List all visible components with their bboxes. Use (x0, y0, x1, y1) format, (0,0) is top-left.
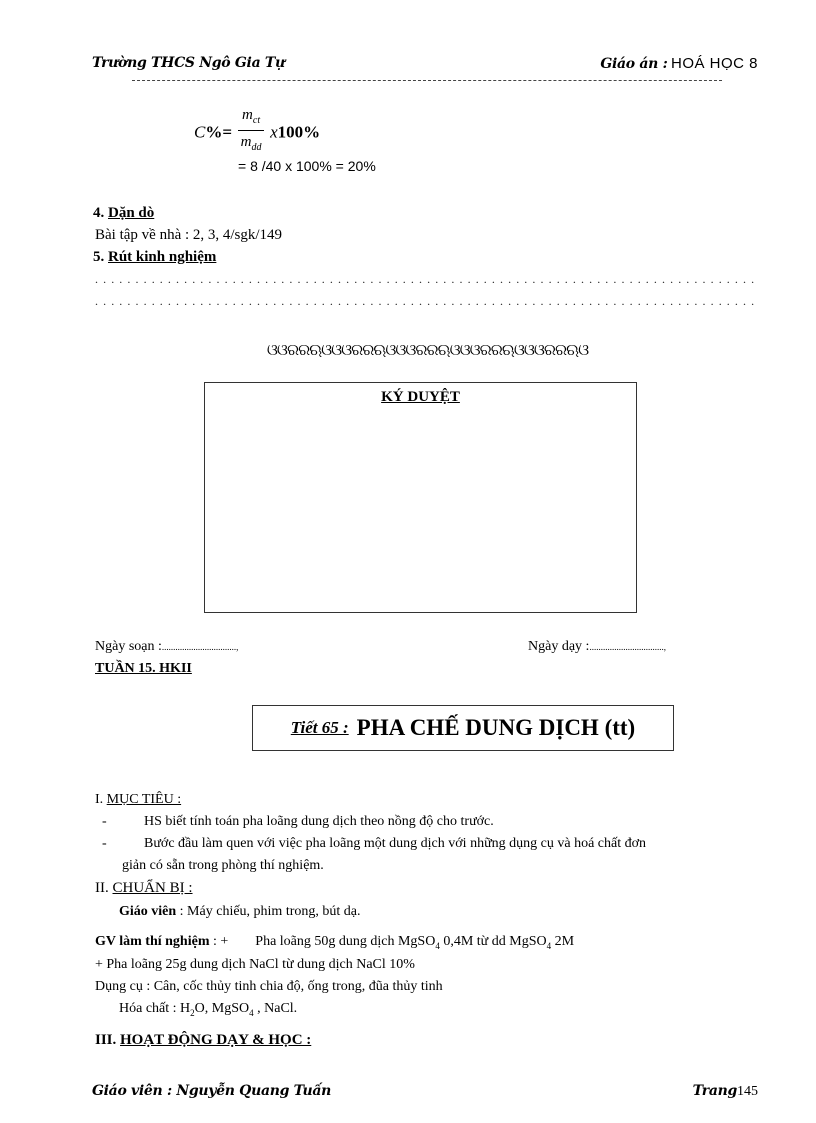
formula-rhs: x100% (270, 123, 320, 142)
section4-number: 4. (93, 205, 105, 221)
chem-b: O, MgSO (194, 1001, 250, 1016)
chem-sub2: 4 (249, 1007, 254, 1018)
section5-title: Rút kinh nghiệm (108, 249, 217, 265)
formula-equals: = (222, 122, 233, 142)
header-subject-name: HOÁ HỌC 8 (670, 55, 758, 72)
notes-dotted-line-1: ........................................… (95, 272, 757, 286)
notes-dotted-line-2: ........................................… (95, 294, 757, 308)
chemicals-line: Hóa chất : H2O, MgSO4 , NaCl. (119, 1001, 297, 1018)
experiment-line-1: GV làm thí nghiệm : + Pha loãng 50g dung … (95, 934, 574, 951)
concentration-formula: C%= mct mdd x100% (194, 106, 320, 159)
chem-c: , NaCl. (253, 1001, 298, 1016)
formula-calculation: = 8 /40 x 100% = 20% (238, 158, 376, 174)
formula-percent: % (205, 122, 223, 142)
experiment-1-sub: 4 (435, 940, 440, 951)
lesson-title: PHA CHẾ DUNG DỊCH (tt) (356, 715, 636, 740)
experiment-1-c: 2M (551, 934, 575, 949)
formula-lhs: C%= (194, 123, 232, 142)
teacher-label: Giáo viên (119, 904, 177, 919)
formula-times: x (270, 122, 278, 142)
numerator-sub: ct (252, 115, 261, 126)
date-taught-value: ................................., (589, 642, 666, 652)
activities-heading: III. HOẠT ĐỘNG DẠY & HỌC : (95, 1032, 311, 1049)
section4-heading: 4. Dặn dò (93, 205, 154, 222)
experiment-1-a: Pha loãng 50g dung dịch MgSO (255, 934, 436, 949)
date-taught: Ngày dạy :..............................… (528, 639, 666, 655)
activities-heading-num: III. (95, 1032, 117, 1048)
preparation-heading-text: CHUẨN BỊ : (112, 880, 193, 896)
numerator-m: m (242, 107, 253, 123)
header-divider (132, 80, 722, 81)
experiment-1-b: 0,4M từ dd MgSO (439, 934, 547, 949)
lesson-title-box: Tiết 65 : PHA CHẾ DUNG DỊCH (tt) (252, 705, 674, 751)
approval-title: KÝ DUYỆT (381, 389, 460, 405)
objectives-heading-num: I. (95, 792, 104, 807)
denominator-m: m (240, 134, 252, 150)
experiment-line-2: + Pha loãng 25g dung dịch NaCl từ dung d… (95, 957, 415, 972)
teacher-materials: Giáo viên : Máy chiếu, phim trong, bút d… (119, 904, 360, 920)
footer-page-number: 145 (737, 1084, 758, 1099)
date-prepared-value: ................................., (161, 642, 239, 652)
approval-box: KÝ DUYỆT (204, 382, 637, 613)
chem-sub1: 2 (190, 1007, 195, 1018)
activities-heading-text: HOẠT ĐỘNG DẠY & HỌC : (120, 1032, 312, 1048)
footer-page-label: Trang (692, 1083, 738, 1099)
header-plan-label: Giáo án : (600, 56, 668, 72)
decorative-ornament-divider: ଓଓରରଋଓଓଓରରଋଓଓଓରରଋଓଓଓରରଋଓଓଓରରଋଓ (266, 340, 589, 359)
formula-denominator: mdd (238, 131, 264, 159)
date-prepared-label: Ngày soạn : (95, 639, 162, 654)
experiment-1-sub2: 4 (546, 940, 552, 951)
formula-hundred: 100% (277, 122, 321, 142)
formula-c: C (194, 122, 206, 142)
date-prepared: Ngày soạn :.............................… (95, 639, 238, 655)
objective-1-dash: - (102, 814, 107, 829)
chem-a: Hóa chất : H (119, 1001, 191, 1016)
homework-text: Bài tập về nhà : 2, 3, 4/sgk/149 (95, 227, 283, 243)
objective-2-text: Bước đầu làm quen với việc pha loãng một… (144, 836, 647, 851)
preparation-heading: II. CHUẨN BỊ : (95, 880, 193, 897)
section5-number: 5. (93, 249, 105, 265)
teacher-text: : Máy chiếu, phim trong, bút dạ. (176, 904, 361, 919)
formula-fraction: mct mdd (238, 106, 265, 159)
date-taught-label: Ngày dạy : (528, 639, 590, 654)
objective-2-dash: - (102, 836, 107, 851)
experiment-sep: : + (209, 934, 229, 949)
experiment-label: GV làm thí nghiệm (95, 934, 210, 949)
objectives-heading-text: MỤC TIÊU : (106, 792, 182, 807)
footer-page: Trang145 (693, 1083, 758, 1100)
objective-2-continuation: giản có sẵn trong phòng thí nghiệm. (122, 858, 324, 873)
preparation-heading-num: II. (95, 880, 109, 896)
section5-heading: 5. Rút kinh nghiệm (93, 249, 216, 266)
footer-teacher: Giáo viên : Nguyễn Quang Tuấn (92, 1083, 332, 1099)
formula-numerator: mct (238, 106, 265, 131)
header-subject: Giáo án : HOÁ HỌC 8 (600, 55, 758, 73)
objective-1-text: HS biết tính toán pha loãng dung dịch th… (144, 814, 494, 829)
lesson-number: Tiết 65 : (290, 718, 349, 737)
header-school: Trường THCS Ngô Gia Tự (92, 55, 285, 71)
objectives-heading: I. MỤC TIÊU : (95, 792, 181, 808)
denominator-sub: dd (251, 142, 262, 153)
week-label: TUẦN 15. HKII (95, 661, 192, 676)
section4-title: Dặn dò (108, 205, 155, 221)
tools-line: Dụng cụ : Cân, cốc thủy tinh chia độ, ốn… (95, 979, 443, 994)
